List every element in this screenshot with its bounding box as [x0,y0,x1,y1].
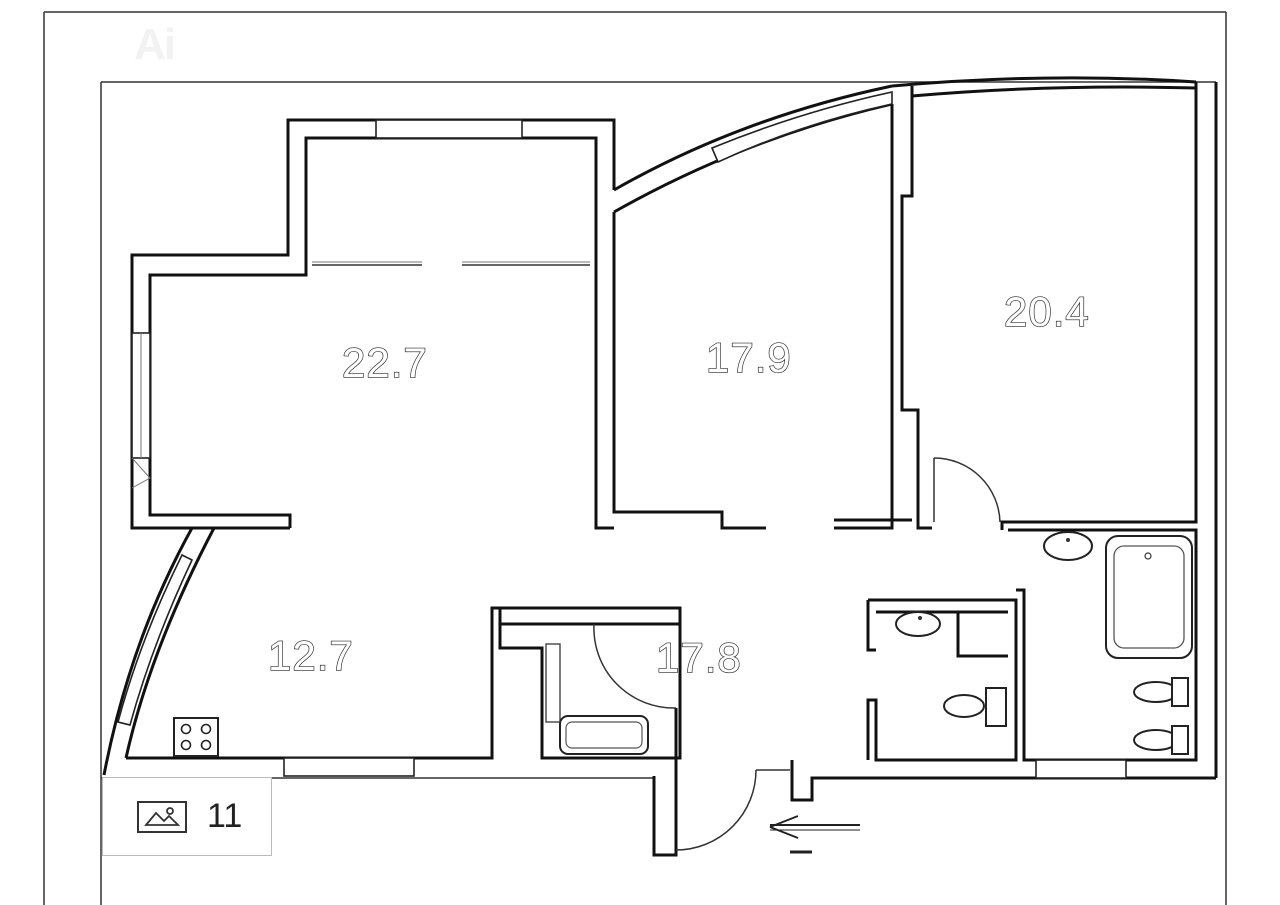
window-middle-arc [710,91,893,164]
stove-icon [173,717,219,757]
room-area-bedroom-right: 20.4 [1004,288,1090,335]
room-area-hall: 17.8 [656,634,742,681]
bathroom-left [498,606,682,857]
watermark-logo: Ai [134,20,176,69]
window-bath-bottom [1035,759,1127,779]
sink-right-icon [1043,531,1093,561]
toilet-icon [943,694,985,718]
room-area-bedroom-middle: 17.9 [706,334,792,381]
photo-count: 11 [207,797,243,835]
window-living-top [375,119,523,139]
photo-count-badge[interactable]: 11 [102,777,272,856]
room-area-living: 22.7 [342,339,428,386]
arrow-left-icon [769,815,860,854]
kitchen-walls [102,527,500,777]
middle-bedroom-walls [594,84,912,530]
bathtub-right-icon [1105,535,1193,659]
window-kitchen-bottom [283,757,415,777]
room-area-kitchen: 12.7 [268,632,354,679]
living-room-walls [130,118,616,530]
sink-wc-icon [895,611,941,637]
entrance-door [675,769,790,851]
window-kitchen-arc [117,553,194,726]
bathroom-right [790,528,1216,802]
bathtub-icon [559,715,649,755]
right-bedroom-walls [891,76,1218,778]
image-icon [137,800,187,833]
